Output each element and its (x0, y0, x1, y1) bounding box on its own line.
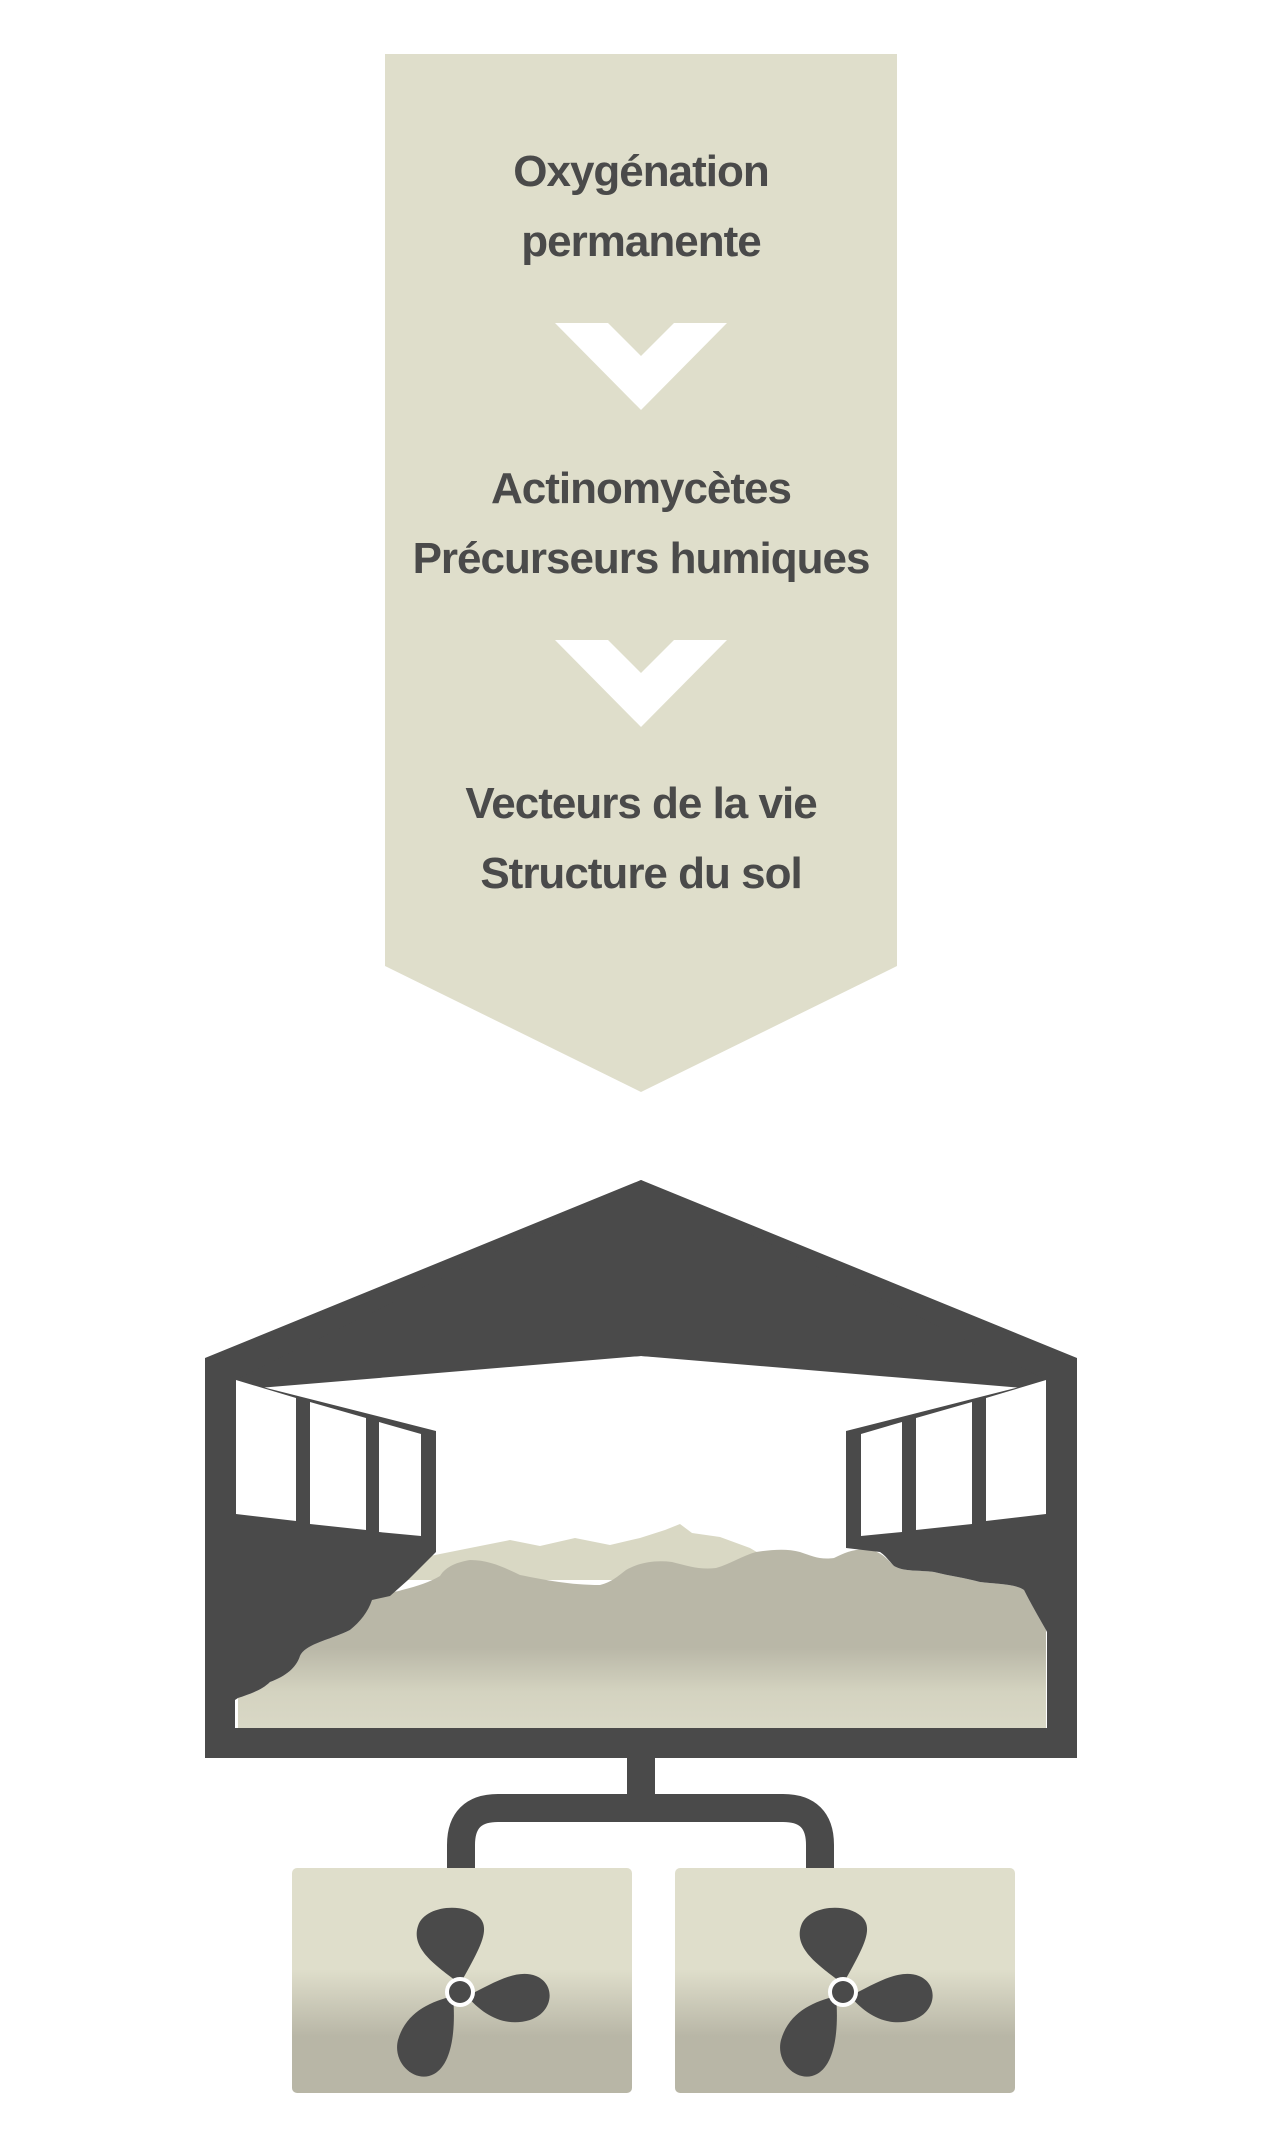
fan-unit-right (675, 1868, 1015, 2093)
window-right-2 (916, 1402, 972, 1530)
step-1-line-2: permanente (521, 217, 760, 266)
window-right-3 (986, 1380, 1046, 1521)
fan-unit-left (292, 1868, 632, 2093)
building-roof-underside (235, 1180, 1047, 1390)
banner-arrow-shape (385, 54, 897, 1092)
chevron-down-icon (555, 323, 727, 410)
chevron-down-icon (555, 640, 727, 727)
window-left-3 (379, 1422, 421, 1536)
step-3-line-2: Structure du sol (480, 849, 801, 898)
step-3-line-1: Vecteurs de la vie (465, 779, 816, 828)
composting-hall-icon (205, 1180, 1077, 1758)
window-left-2 (310, 1402, 366, 1530)
step-1-line-1: Oxygénation (513, 147, 769, 196)
compost-pile-front (238, 1549, 1046, 1728)
step-2-line-1: Actinomycètes (491, 464, 791, 513)
window-right-1 (861, 1422, 902, 1536)
window-left-1 (236, 1380, 296, 1521)
process-banner: Oxygénation permanente Actinomycètes Pré… (385, 54, 897, 1092)
step-2-line-2: Précurseurs humiques (413, 534, 870, 583)
